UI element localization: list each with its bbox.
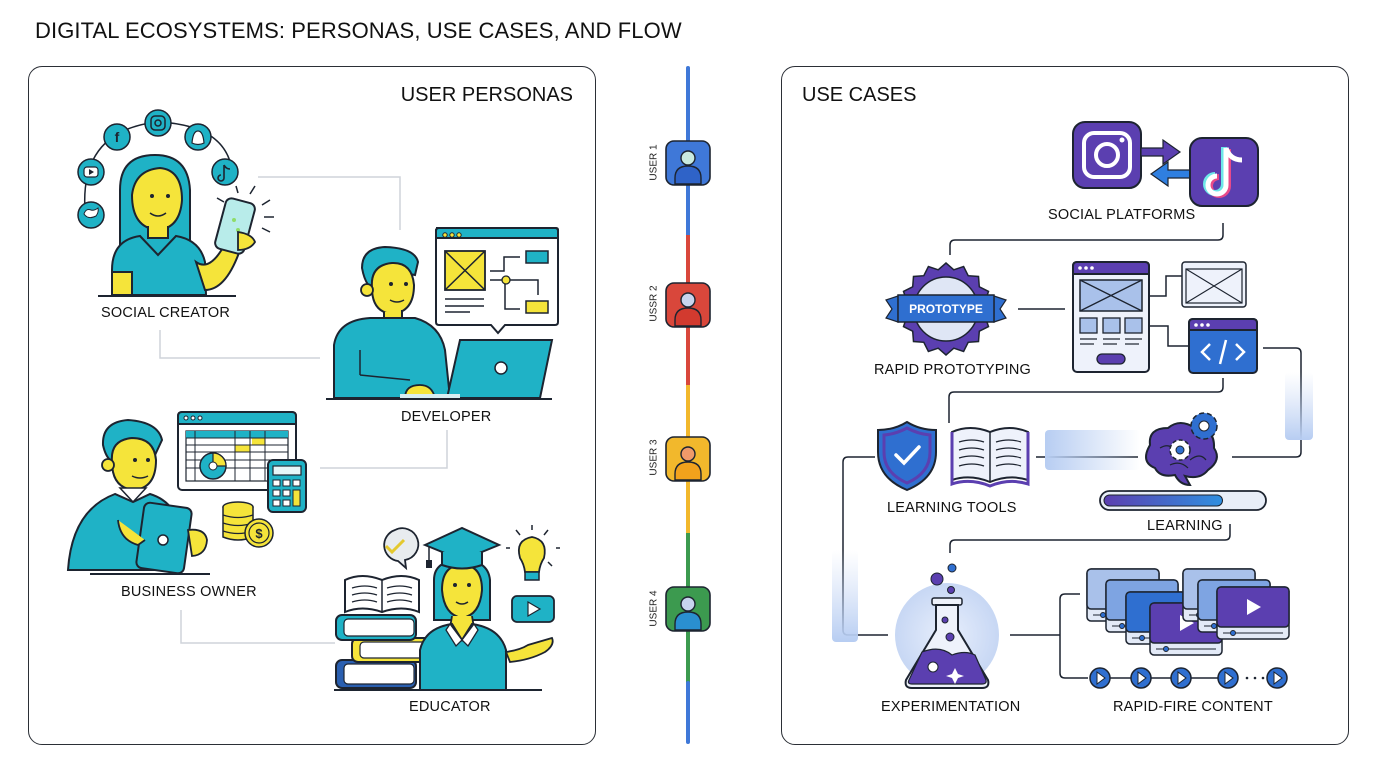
user-node-4 bbox=[665, 586, 711, 632]
timeline-label-user-4: USER 4 bbox=[648, 590, 660, 627]
usecase-label-rapid-fire-content: RAPID-FIRE CONTENT bbox=[1113, 699, 1273, 715]
user-node-1 bbox=[665, 140, 711, 186]
timeline-label-user-3: USER 3 bbox=[648, 439, 660, 476]
usecase-label-learning-tools: LEARNING TOOLS bbox=[887, 500, 1017, 516]
usecases-panel-title: USE CASES bbox=[802, 84, 917, 106]
user-node-3 bbox=[665, 436, 711, 482]
persona-label-developer: DEVELOPER bbox=[401, 409, 492, 425]
persona-label-business-owner: BUSINESS OWNER bbox=[121, 584, 257, 600]
use-cases-panel: USE CASES bbox=[781, 66, 1349, 745]
usecase-label-rapid-prototyping: RAPID PROTOTYPING bbox=[874, 362, 1032, 378]
usecase-label-social-platforms: SOCIAL PLATFORMS bbox=[1048, 207, 1196, 223]
personas-panel-title: USER PERSONAS bbox=[400, 84, 573, 106]
usecase-label-experimentation: EXPERIMENTATION bbox=[881, 699, 1021, 715]
user-node-2 bbox=[665, 282, 711, 328]
persona-label-educator: EDUCATOR bbox=[409, 699, 491, 715]
page-title: DIGITAL ECOSYSTEMS: PERSONAS, USE CASES,… bbox=[35, 18, 682, 43]
usecase-label-learning: LEARNING bbox=[1147, 518, 1223, 534]
user-personas-panel: USER PERSONAS bbox=[28, 66, 596, 745]
timeline-label-user-1: USER 1 bbox=[648, 144, 660, 181]
timeline-label-user-2: USSR 2 bbox=[648, 285, 660, 322]
persona-label-social-creator: SOCIAL CREATOR bbox=[101, 305, 231, 321]
